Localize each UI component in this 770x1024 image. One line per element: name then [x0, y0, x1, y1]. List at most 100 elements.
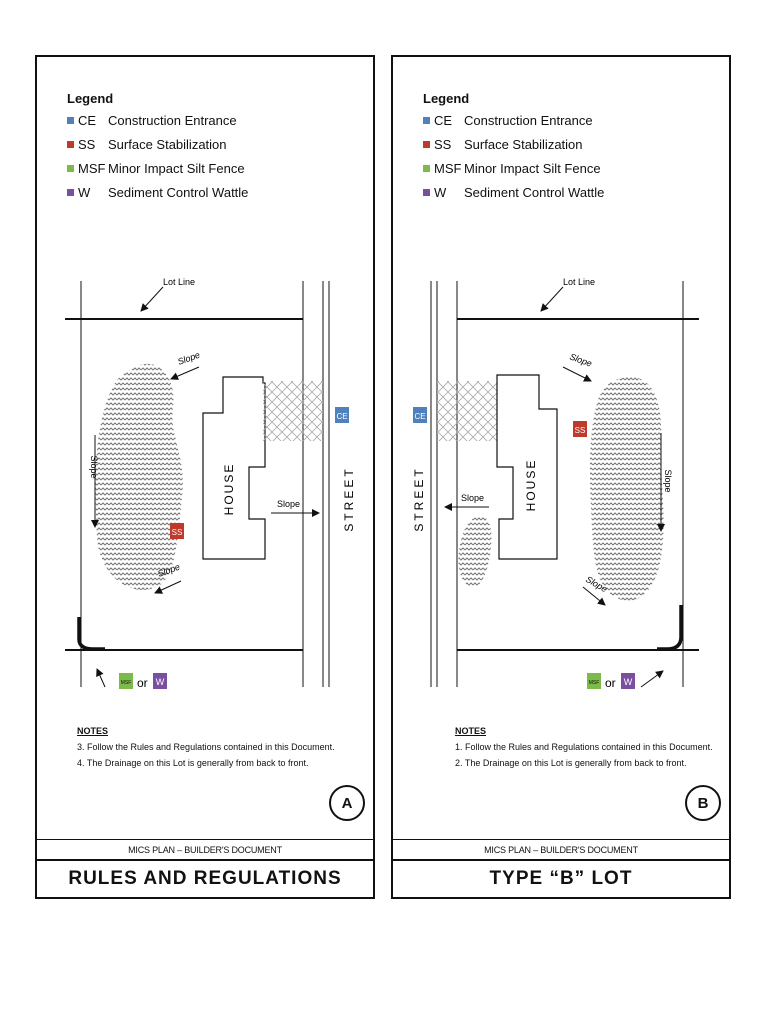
panel-badge: B — [685, 785, 721, 821]
street-label: STREET — [412, 466, 426, 531]
legend: Legend CE Construction Entrance SS Surfa… — [67, 91, 248, 204]
divider — [393, 839, 729, 840]
panel-a: Legend CE Construction Entrance SS Surfa… — [35, 55, 375, 899]
legend-label: Sediment Control Wattle — [464, 184, 605, 200]
ce-tag — [335, 407, 349, 423]
silt-fence-pointer — [640, 670, 664, 688]
legend-code: MSF — [78, 160, 106, 176]
slope-label: Slope — [89, 455, 99, 478]
slope-label: Slope — [461, 493, 484, 503]
panel-badge: A — [329, 785, 365, 821]
silt-fence-corner — [77, 617, 105, 651]
legend-code: CE — [434, 112, 453, 128]
lot-line-arrow — [140, 286, 164, 312]
slope-label: Slope — [663, 469, 673, 492]
msf-swatch — [67, 164, 74, 172]
notes-title: NOTES — [455, 726, 487, 736]
legend-title: Legend — [423, 91, 470, 106]
note-item: 3. Follow the Rules and Regulations cont… — [77, 742, 335, 752]
legend-label: Construction Entrance — [464, 112, 593, 128]
legend-item-w: W Sediment Control Wattle — [67, 180, 248, 204]
title-bar: TYPE “B” LOT — [393, 859, 729, 897]
msf-tag-label: MSF — [121, 680, 132, 686]
ss-swatch — [67, 140, 74, 148]
w-swatch — [67, 188, 74, 196]
site-plan-a: Lot Line HOUSE CE STREET SS Slope Slope … — [65, 277, 356, 690]
legend-label: Surface Stabilization — [108, 136, 227, 152]
legend-code: MSF — [434, 160, 462, 176]
ce-tag — [413, 407, 427, 423]
msf-swatch — [423, 164, 430, 172]
slope-arrow — [154, 580, 182, 594]
legend-item-ce: CE Construction Entrance — [67, 108, 248, 132]
legend-label: Surface Stabilization — [464, 136, 583, 152]
legend-item-msf: MSF Minor Impact Silt Fence — [423, 156, 604, 180]
note-item: 1. Follow the Rules and Regulations cont… — [455, 742, 713, 752]
legend-code: W — [78, 184, 91, 200]
ss-tag-label: SS — [575, 426, 586, 435]
street-label: STREET — [342, 466, 356, 531]
house-label: HOUSE — [222, 463, 236, 516]
driveway — [437, 381, 499, 441]
title-bar: RULES AND REGULATIONS — [37, 859, 373, 897]
ce-swatch — [67, 116, 74, 124]
or-text: or — [605, 676, 616, 690]
house-label: HOUSE — [524, 459, 538, 512]
house-outline — [496, 374, 558, 560]
legend-code: SS — [78, 136, 96, 152]
ss-tag — [170, 523, 184, 539]
page-title: RULES AND REGULATIONS — [68, 868, 342, 889]
legend-item-ss: SS Surface Stabilization — [67, 132, 248, 156]
slope-label: Slope — [176, 350, 201, 367]
w-tag-label: W — [624, 677, 633, 687]
legend: Legend CE Construction Entrance SS Surfa… — [423, 91, 604, 204]
notes: NOTES 3. Follow the Rules and Regulation… — [77, 723, 335, 771]
surface-stabilization-area — [95, 363, 183, 590]
w-tag — [153, 673, 167, 689]
or-text: or — [137, 676, 148, 690]
silt-fence-corner — [657, 605, 683, 651]
note-item: 4. The Drainage on this Lot is generally… — [77, 758, 309, 768]
msf-tag-label: MSF — [589, 680, 600, 686]
w-tag — [621, 673, 635, 689]
doc-label: MICS PLAN – BUILDER'S DOCUMENT — [128, 845, 282, 855]
msf-tag — [587, 673, 601, 689]
ce-tag-label: CE — [336, 412, 347, 421]
note-item: 2. The Drainage on this Lot is generally… — [455, 758, 687, 768]
legend-item-w: W Sediment Control Wattle — [423, 180, 604, 204]
legend-item-ss: SS Surface Stabilization — [423, 132, 604, 156]
slope-arrow — [170, 366, 200, 380]
driveway — [263, 381, 323, 441]
slope-arrow — [562, 366, 592, 382]
legend-label: Construction Entrance — [108, 112, 237, 128]
ce-tag-label: CE — [414, 412, 425, 421]
legend-title: Legend — [67, 91, 114, 106]
site-plan-b: Lot Line CE STREET HOUSE SS Slope Slope … — [412, 277, 699, 690]
lot-line-label: Lot Line — [163, 277, 195, 287]
lot-line-arrow — [540, 286, 564, 312]
legend-code: CE — [78, 112, 97, 128]
notes: NOTES 1. Follow the Rules and Regulation… — [455, 723, 713, 771]
legend-code: W — [434, 184, 447, 200]
msf-tag — [119, 673, 133, 689]
slope-label: Slope — [277, 499, 300, 509]
surface-stabilization-area — [589, 376, 664, 601]
w-tag-label: W — [156, 677, 165, 687]
notes-title: NOTES — [77, 726, 109, 736]
ce-swatch — [423, 116, 430, 124]
ss-swatch — [423, 140, 430, 148]
panel-b: Legend CE Construction Entrance SS Surfa… — [391, 55, 731, 899]
legend-label: Sediment Control Wattle — [108, 184, 249, 200]
legend-label: Minor Impact Silt Fence — [464, 160, 601, 176]
slope-arrow — [582, 586, 606, 606]
w-swatch — [423, 188, 430, 196]
page-title: TYPE “B” LOT — [489, 868, 633, 889]
surface-stabilization-area — [458, 516, 492, 587]
doc-label: MICS PLAN – BUILDER'S DOCUMENT — [484, 845, 638, 855]
ss-tag — [573, 421, 587, 437]
legend-code: SS — [434, 136, 452, 152]
legend-item-ce: CE Construction Entrance — [423, 108, 604, 132]
slope-label: Slope — [568, 351, 593, 368]
lot-line-label: Lot Line — [563, 277, 595, 287]
divider — [37, 839, 373, 840]
